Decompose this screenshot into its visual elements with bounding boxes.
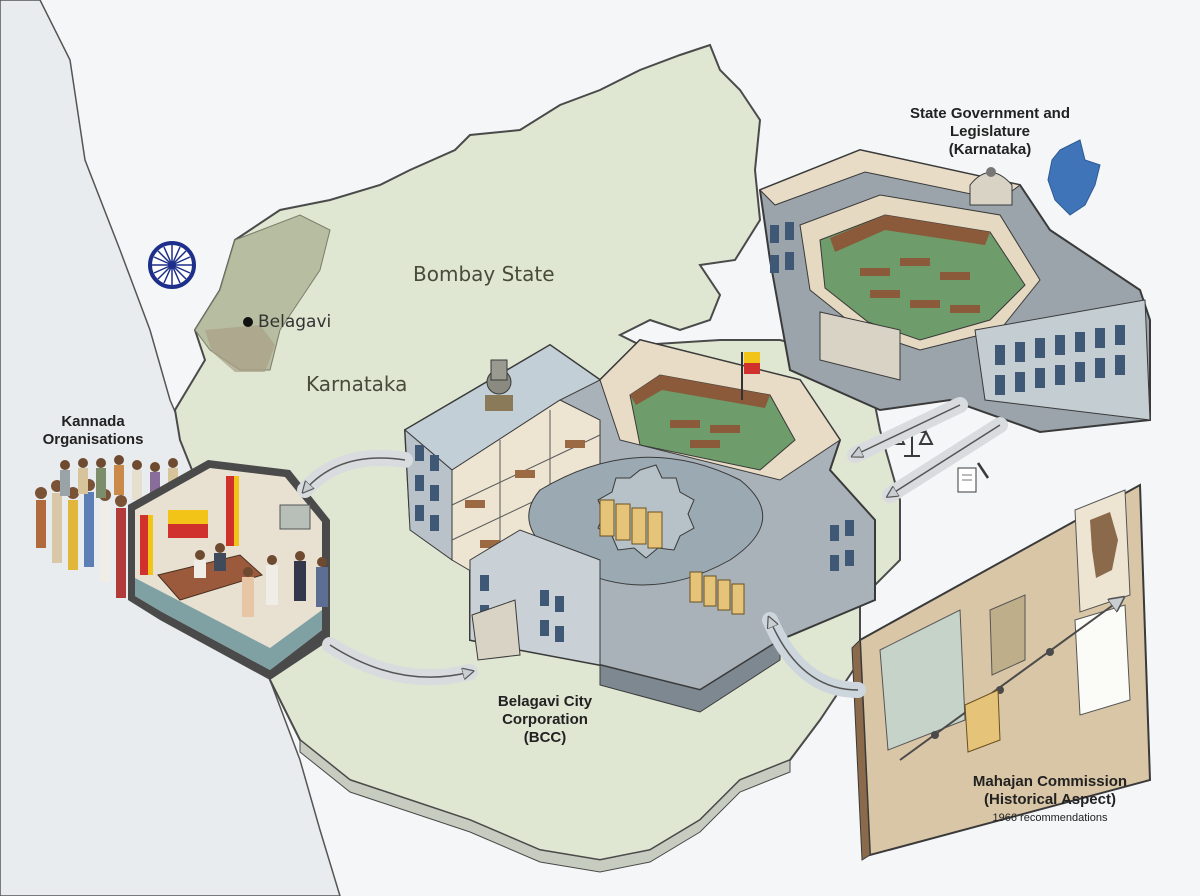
ashoka-chakra-icon: [148, 241, 196, 289]
flow-arrows: [297, 397, 1008, 698]
ashoka-emblem-icon: [485, 359, 513, 411]
map-label-karnataka: Karnataka: [306, 372, 408, 396]
kannada-organisations-office: [128, 460, 330, 680]
karnataka-map-icon: [1047, 139, 1101, 216]
map-label-bombay-state: Bombay State: [413, 262, 555, 286]
document-pen-icon: [957, 462, 990, 493]
folder-icon: [599, 499, 663, 549]
state-government-label: State Government and Legislature (Karnat…: [909, 105, 1071, 158]
mahajan-commission-board: [851, 483, 1152, 861]
bcc-building: [403, 338, 876, 713]
belagavi-marker: [243, 317, 253, 327]
bcc-label: Belagavi City Corporation (BCC): [497, 693, 593, 746]
kannada-flag-icon: [168, 510, 208, 524]
map-label-belagavi: Belagavi: [258, 312, 332, 332]
state-legislature-building: [758, 148, 1151, 434]
mahajan-commission-label: Mahajan Commission (Historical Aspect) 1…: [972, 773, 1128, 824]
kannada-organisations-label: Kannada Organisations: [42, 413, 144, 448]
